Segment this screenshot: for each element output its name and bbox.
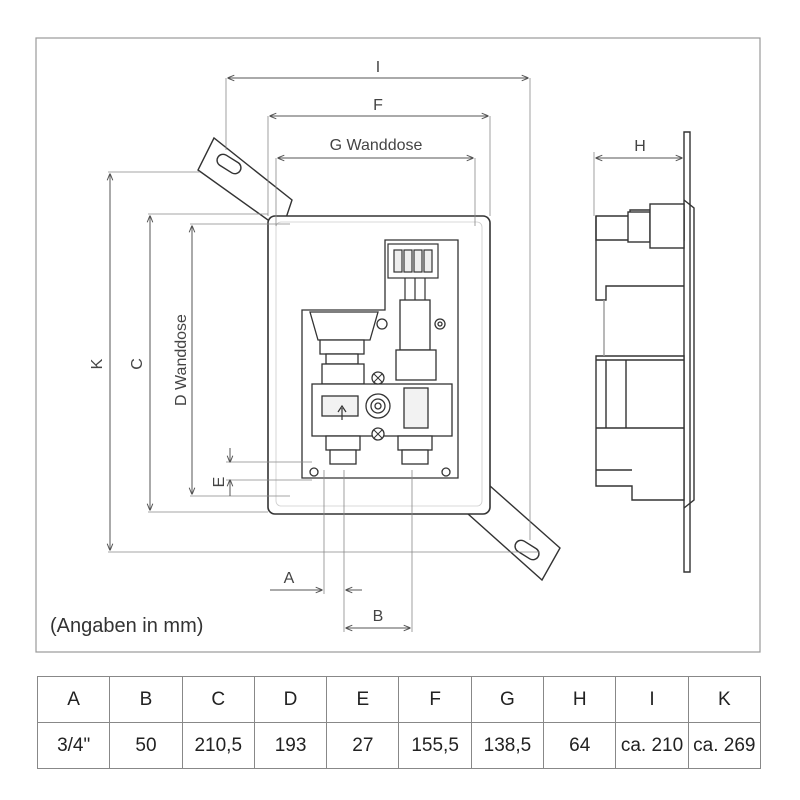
table-value-cell: 3/4" xyxy=(36,722,111,769)
table-header-cell: E xyxy=(326,676,400,723)
dim-label-d: D Wanddose xyxy=(173,314,190,406)
table-header-cell: C xyxy=(181,676,255,723)
table-value-cell: 64 xyxy=(543,722,617,769)
front-view: I F G Wanddose K C D Wanddose E A B xyxy=(89,59,561,632)
table-value-cell: ca. 210 xyxy=(615,722,689,769)
table-header-cell: G xyxy=(470,676,545,723)
table-value-cell: 210,5 xyxy=(181,722,255,769)
valve-assembly xyxy=(311,349,453,465)
table-header-cell: A xyxy=(36,676,111,723)
table-header-cell: D xyxy=(253,676,328,723)
table-value-cell: 193 xyxy=(253,722,328,769)
table-value-row: 3/4" 50 210,5 193 27 155,5 138,5 64 ca. … xyxy=(36,722,762,769)
dim-label-e: E xyxy=(211,477,228,488)
dim-label-i: I xyxy=(376,59,380,76)
unit-note: (Angaben in mm) xyxy=(50,615,203,637)
dim-label-k: K xyxy=(89,358,106,369)
table-value-cell: 27 xyxy=(326,722,400,769)
table-value-cell: ca. 269 xyxy=(687,722,762,769)
table-header-cell: I xyxy=(615,676,689,723)
terminal-block xyxy=(387,243,439,300)
dim-label-c: C xyxy=(129,358,146,370)
side-view xyxy=(595,131,695,573)
dim-label-f: F xyxy=(373,97,383,114)
table-header-cell: H xyxy=(543,676,617,723)
table-header-cell: F xyxy=(398,676,472,723)
table-header-cell: B xyxy=(109,676,183,723)
table-value-cell: 138,5 xyxy=(470,722,545,769)
dim-label-a: A xyxy=(284,570,295,587)
dim-label-g: G Wanddose xyxy=(330,137,423,154)
table-header-cell: K xyxy=(687,676,762,723)
dim-label-b: B xyxy=(373,608,384,625)
table-value-cell: 155,5 xyxy=(398,722,472,769)
table-header-row: A B C D E F G H I K xyxy=(36,676,762,723)
dim-label-h: H xyxy=(634,138,646,155)
table-value-cell: 50 xyxy=(109,722,183,769)
dimensions-table: A B C D E F G H I K 3/4" 50 210,5 193 27… xyxy=(36,676,762,769)
